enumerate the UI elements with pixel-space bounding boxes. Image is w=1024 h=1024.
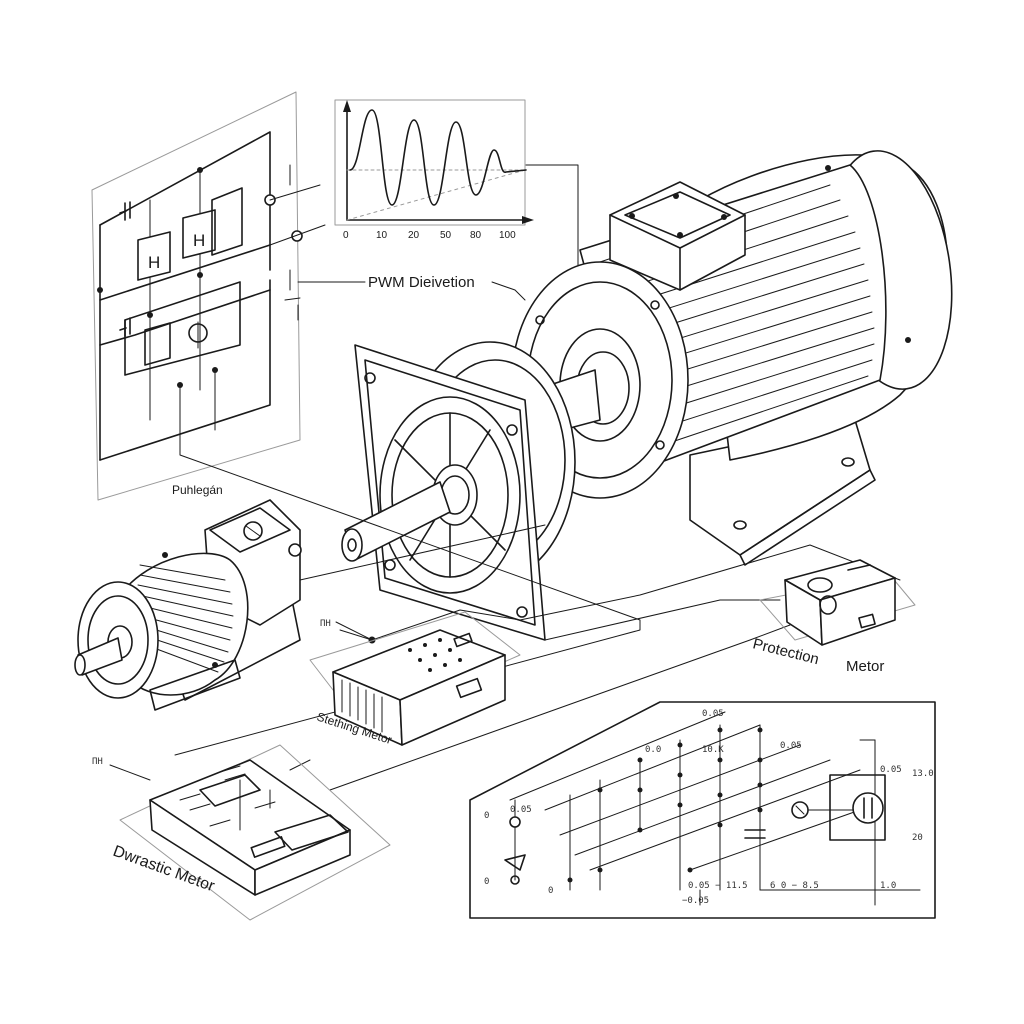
- large-motor: [511, 150, 953, 566]
- x-tick-3: 50: [440, 230, 452, 241]
- note-11: 1.0: [880, 881, 896, 891]
- h-block-1: [137, 231, 171, 281]
- x-tick-1: 10: [376, 230, 388, 241]
- note-3: 0.05: [780, 741, 802, 751]
- schematic-notes: 0.05 10.K 0.0 0.05 0.05 13.0 0 0.05 0.05…: [484, 709, 934, 906]
- note-9: 6 0 − 8.5: [770, 881, 819, 891]
- note-8: 0.05 − 11.5: [688, 881, 748, 891]
- x-tick-2: 20: [408, 230, 420, 241]
- stepping-driver-module: ΠΗ: [309, 611, 521, 746]
- h-block-1-label: H: [148, 253, 160, 272]
- driver-tag: ΠΗ: [320, 619, 331, 629]
- x-tick-5: 100: [499, 230, 516, 241]
- right-schematic-panel: 0.05 10.K 0.0 0.05 0.05 13.0 0 0.05 0.05…: [469, 701, 936, 919]
- diagnostic-module: ΠΗ: [92, 744, 391, 921]
- x-tick-4: 80: [470, 230, 482, 241]
- coupling-assembly: [341, 341, 601, 641]
- note-1: 10.K: [702, 745, 724, 755]
- note-5: 13.0: [912, 769, 934, 779]
- note-12: −0.05: [682, 896, 709, 906]
- x-tick-labels: 0 10 20 50 80 100: [343, 230, 516, 241]
- diag-tag: ΠΗ: [92, 757, 103, 767]
- note-4: 0.05: [880, 765, 902, 775]
- bottom-left-tag2: 0: [548, 886, 553, 896]
- note-7: 0.05: [510, 805, 532, 815]
- capacitor: [744, 829, 766, 839]
- note-6: 0: [484, 811, 489, 821]
- h-block-2-label: H: [193, 231, 205, 250]
- pulley-label: Puhlegán: [172, 483, 223, 497]
- pulley-motor: [74, 499, 302, 711]
- note-10: 20: [912, 833, 923, 843]
- pwm-waveform: [349, 109, 527, 206]
- x-axis-arrow: [522, 216, 534, 224]
- motor-right-label: Metor: [846, 658, 884, 675]
- y-axis-arrow: [343, 100, 351, 112]
- protection-module: [759, 559, 916, 646]
- h-block-2: [182, 209, 216, 259]
- bottom-left-tag: 0: [484, 877, 489, 887]
- pwm-label: PWM Dieivetion: [368, 274, 475, 291]
- note-0: 0.05: [702, 709, 724, 719]
- protection-label: Protection: [751, 635, 821, 668]
- x-tick-0: 0: [343, 230, 349, 241]
- pwm-waveform-plot: 0 10 20 50 80 100: [334, 99, 579, 271]
- left-schematic-panel: H H: [91, 91, 326, 501]
- note-2: 0.0: [645, 745, 661, 755]
